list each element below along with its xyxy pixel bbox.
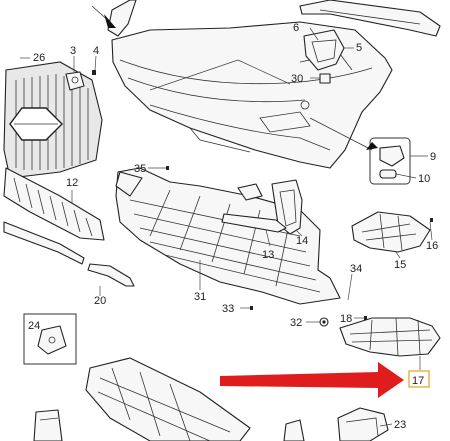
top-fragment bbox=[91, 0, 137, 37]
highlight-arrow bbox=[220, 362, 404, 398]
callout-35: 35 bbox=[134, 163, 146, 175]
callout-16: 16 bbox=[426, 240, 438, 252]
callout-6: 6 bbox=[293, 22, 299, 34]
callout-14: 14 bbox=[296, 235, 308, 247]
bumper-cover bbox=[111, 21, 393, 169]
clip-3 bbox=[65, 71, 85, 91]
trim-strip-left bbox=[3, 221, 85, 265]
lower-grille bbox=[3, 167, 105, 241]
bracket-17 bbox=[339, 317, 441, 357]
callout-10: 10 bbox=[418, 173, 430, 185]
top-right-strip bbox=[299, 0, 441, 37]
callout-4: 4 bbox=[93, 45, 99, 57]
callout-18: 18 bbox=[340, 313, 352, 325]
callout-24: 24 bbox=[28, 320, 40, 332]
callout-31: 31 bbox=[194, 291, 206, 303]
bracket-6 bbox=[303, 29, 345, 71]
trim-strip-13 bbox=[221, 183, 287, 233]
front-grille bbox=[3, 61, 103, 179]
callout-13: 13 bbox=[262, 249, 274, 261]
bottom-right-bezel bbox=[337, 407, 389, 441]
callout-labels: 26 3 4 6 5 30 9 10 12 35 13 14 16 15 34 … bbox=[28, 22, 438, 431]
callout-20: 20 bbox=[94, 295, 106, 307]
clip-18 bbox=[364, 316, 367, 320]
callout-23: 23 bbox=[394, 419, 406, 431]
clip-35 bbox=[166, 166, 169, 170]
undertray bbox=[115, 167, 341, 305]
callout-5: 5 bbox=[356, 42, 362, 54]
trim-strip-20 bbox=[87, 263, 135, 287]
bottom-small-part bbox=[283, 419, 305, 441]
nut-32 bbox=[319, 317, 329, 327]
bolt-4 bbox=[92, 70, 96, 75]
callout-17: 17 bbox=[412, 375, 424, 387]
bolt-33 bbox=[250, 306, 253, 310]
callout-9: 9 bbox=[430, 151, 436, 163]
callout-15: 15 bbox=[394, 259, 406, 271]
highlight-box-17 bbox=[408, 370, 430, 388]
lower-bottom-grille bbox=[85, 357, 251, 441]
callout-3: 3 bbox=[70, 45, 76, 57]
callout-34: 34 bbox=[350, 263, 362, 275]
inset-9-10 bbox=[309, 117, 411, 185]
leader-lines bbox=[20, 27, 433, 427]
callout-26: 26 bbox=[33, 52, 45, 64]
bottom-left-part bbox=[33, 409, 63, 441]
inset-24 bbox=[23, 313, 77, 365]
callout-32: 32 bbox=[290, 317, 302, 329]
clip-30 bbox=[319, 73, 331, 84]
callout-12: 12 bbox=[66, 177, 78, 189]
callout-30: 30 bbox=[291, 73, 303, 85]
bracket-15 bbox=[351, 211, 431, 253]
bolt-16 bbox=[430, 218, 433, 222]
callout-33: 33 bbox=[222, 303, 234, 315]
